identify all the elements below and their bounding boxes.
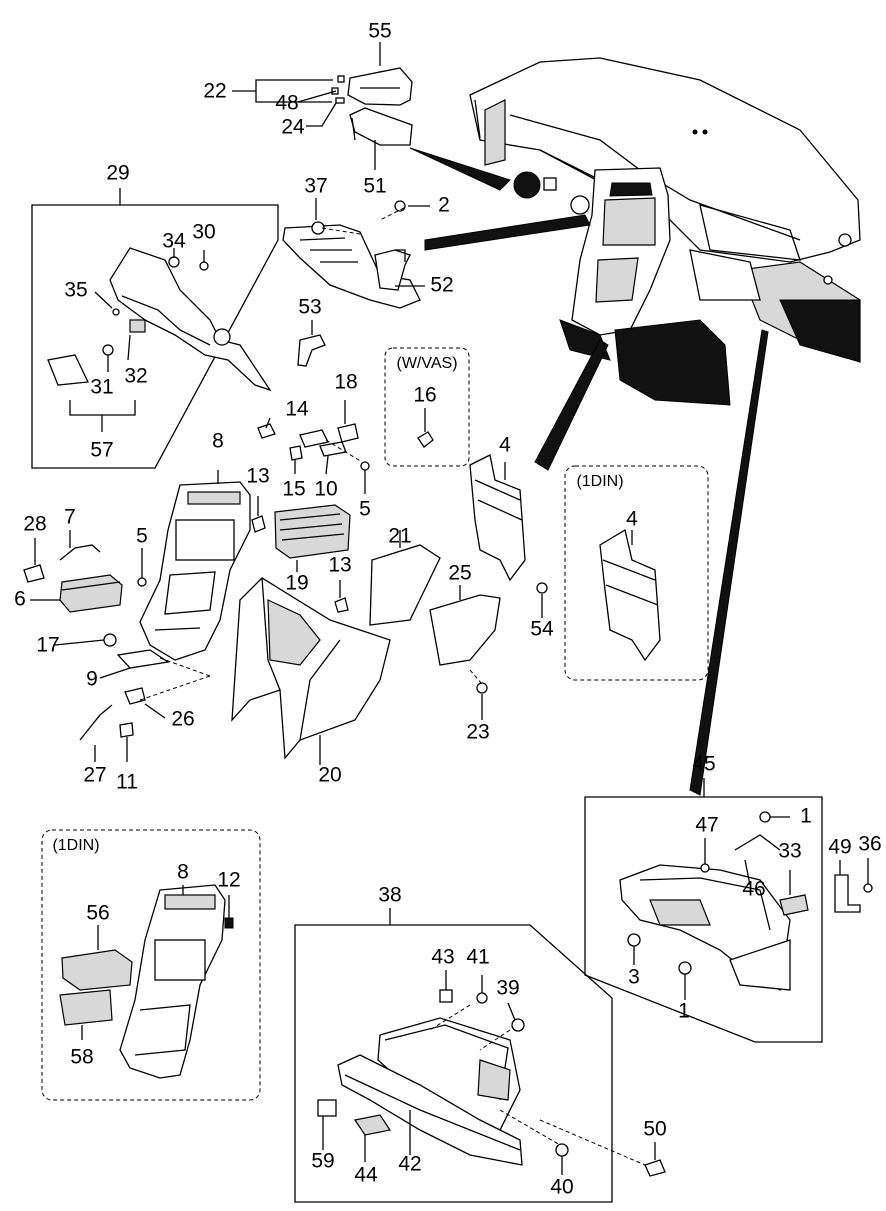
callout-59: 59 — [311, 1150, 334, 1173]
dashboard-illustration — [409, 57, 861, 796]
callout-58: 58 — [70, 1046, 93, 1069]
callout-15: 15 — [282, 478, 305, 501]
callout-34: 34 — [162, 230, 186, 253]
group-38-box — [294, 908, 646, 1203]
callout-51: 51 — [363, 175, 386, 198]
column-cover-parts — [232, 42, 413, 170]
callout-14: 14 — [285, 398, 309, 421]
callout-57: 57 — [90, 439, 113, 462]
callout-31: 31 — [90, 376, 113, 399]
callout-52: 52 — [430, 274, 453, 297]
callout-44: 44 — [354, 1164, 378, 1187]
callout-4a: 4 — [499, 434, 511, 457]
callout-42: 42 — [398, 1153, 421, 1176]
callout-3: 3 — [628, 966, 640, 989]
callout-43: 43 — [431, 946, 454, 969]
callout-7: 7 — [64, 506, 76, 529]
callout-25: 25 — [448, 562, 471, 585]
callout-24: 24 — [281, 116, 305, 139]
callout-40: 40 — [550, 1176, 573, 1199]
callout-50: 50 — [643, 1118, 666, 1141]
callout-2: 2 — [438, 194, 450, 217]
callout-6: 6 — [14, 588, 26, 611]
callout-27: 27 — [83, 764, 106, 787]
callout-23: 23 — [466, 721, 489, 744]
din-right-box — [564, 465, 709, 681]
callout-33: 33 — [778, 840, 801, 863]
callout-45: 45 — [692, 753, 715, 776]
callout-54: 54 — [530, 618, 554, 641]
callout-9: 9 — [86, 668, 98, 691]
callout-1a: 1 — [800, 805, 812, 828]
callout-26: 26 — [171, 708, 194, 731]
callout-1b: 1 — [678, 1000, 690, 1023]
callout-18: 18 — [334, 371, 357, 394]
callout-5b: 5 — [136, 525, 148, 548]
callout-28: 28 — [23, 513, 46, 536]
callout-13a: 13 — [246, 465, 269, 488]
callout-46: 46 — [742, 878, 765, 901]
callout-21: 21 — [388, 525, 411, 548]
callout-10: 10 — [314, 478, 337, 501]
callout-55: 55 — [368, 20, 391, 43]
callout-4b: 4 — [626, 508, 638, 531]
bracket-49-36 — [834, 858, 873, 913]
callout-49: 49 — [828, 836, 851, 859]
callout-32: 32 — [124, 365, 147, 388]
callout-8a: 8 — [212, 430, 224, 453]
callout-39: 39 — [496, 977, 519, 1000]
switch-parts — [257, 400, 370, 494]
callout-22: 22 — [203, 80, 226, 103]
callout-38: 38 — [378, 884, 401, 907]
callout-11: 11 — [116, 771, 138, 794]
callout-8b: 8 — [177, 861, 189, 884]
wvas-box — [384, 347, 470, 467]
callout-53: 53 — [298, 296, 321, 319]
callout-16: 16 — [413, 384, 436, 407]
callout-5a: 5 — [359, 498, 371, 521]
bracket-parts — [429, 454, 548, 720]
note-1din-right: (1DIN) — [576, 473, 623, 490]
callout-29: 29 — [106, 162, 129, 185]
clip-50 — [644, 1142, 666, 1177]
callout-19: 19 — [285, 572, 308, 595]
din-left-box — [41, 829, 261, 1101]
center-fascia-parts — [23, 470, 441, 765]
note-1din-left: (1DIN) — [52, 837, 99, 854]
lower-crash-pad-parts — [282, 198, 430, 367]
callout-labels: 55 22 48 24 51 29 37 2 34 30 35 52 53 31… — [14, 20, 882, 1199]
callout-35: 35 — [64, 279, 87, 302]
callout-30: 30 — [192, 221, 215, 244]
callout-56: 56 — [86, 902, 109, 925]
callout-13b: 13 — [328, 554, 351, 577]
callout-47: 47 — [695, 814, 718, 837]
callout-17: 17 — [36, 634, 59, 657]
callout-37: 37 — [304, 175, 327, 198]
callout-41: 41 — [466, 946, 489, 969]
callout-36: 36 — [858, 833, 881, 856]
note-wvas: (W/VAS) — [396, 355, 457, 372]
callout-20: 20 — [318, 764, 341, 787]
group-29-box — [31, 188, 279, 469]
group-45-box — [584, 778, 823, 1043]
callout-12: 12 — [217, 869, 240, 892]
variant-notes: (W/VAS) (1DIN) (1DIN) — [52, 355, 623, 854]
callout-48: 48 — [275, 92, 298, 115]
